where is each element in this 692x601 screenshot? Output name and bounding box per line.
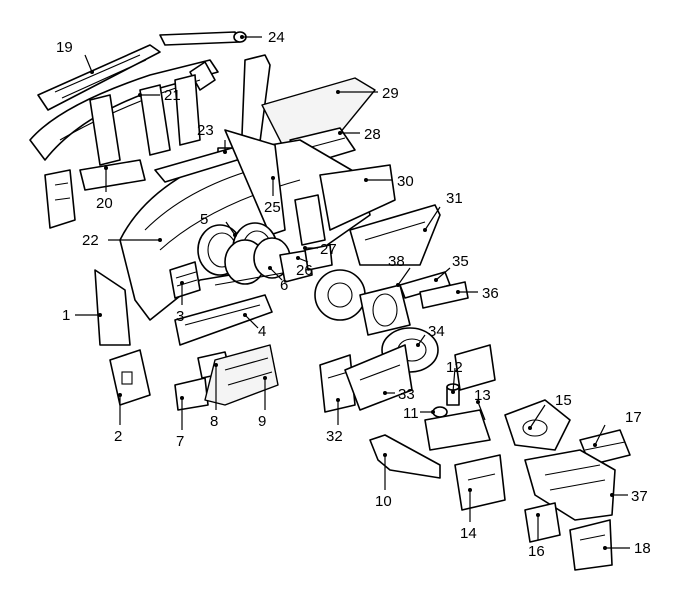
callout-29: 29 <box>382 85 399 102</box>
part-27-switch-bracket <box>304 244 333 271</box>
callout-27: 27 <box>320 241 337 258</box>
part-3-vent <box>169 261 201 299</box>
callout-11: 11 <box>403 405 419 422</box>
callout-9: 9 <box>258 413 266 430</box>
callout-31: 31 <box>446 190 463 207</box>
callout-26: 26 <box>296 262 313 279</box>
callout-28: 28 <box>364 126 381 143</box>
callout-25: 25 <box>264 199 281 216</box>
callout-17: 17 <box>625 409 642 426</box>
callout-37: 37 <box>631 488 648 505</box>
part-9-floor-bracket <box>204 344 279 406</box>
callout-22: 22 <box>82 232 99 249</box>
callout-21: 21 <box>164 87 181 104</box>
part-26-switch-bracket <box>279 249 313 283</box>
callout-16: 16 <box>528 543 545 560</box>
callout-13: 13 <box>474 387 491 404</box>
part-33-center-bracket <box>344 344 413 411</box>
callout-labels: 1 2 3 4 5 6 7 8 9 10 11 12 13 14 15 16 1… <box>56 29 651 560</box>
part-31-glove-box <box>349 204 441 266</box>
part-2-module <box>109 349 151 406</box>
callout-14: 14 <box>460 525 477 542</box>
part-1-end-panel <box>94 269 131 346</box>
part-37-center-console <box>524 449 616 521</box>
callout-34: 34 <box>428 323 445 340</box>
callout-12: 12 <box>446 359 463 376</box>
part-19-defroster-duct <box>37 44 161 111</box>
callout-35: 35 <box>452 253 469 270</box>
part-24-vent-tube <box>159 31 247 46</box>
callout-19: 19 <box>56 39 73 56</box>
callout-6: 6 <box>280 277 288 294</box>
callout-3: 3 <box>176 308 184 325</box>
callout-36: 36 <box>482 285 499 302</box>
part-10-side-trim <box>369 434 441 479</box>
part-18-rear-tray <box>569 519 613 571</box>
callout-1: 1 <box>62 307 70 324</box>
part-7-bracket <box>174 377 209 411</box>
callout-30: 30 <box>397 173 414 190</box>
part-4-lower-trim <box>174 294 273 346</box>
callout-2: 2 <box>114 428 122 445</box>
callout-4: 4 <box>258 323 266 340</box>
callout-20: 20 <box>96 195 113 212</box>
part-16-bracket <box>524 502 561 543</box>
part-36-trim <box>419 281 469 309</box>
callout-33: 33 <box>398 386 415 403</box>
callout-5: 5 <box>200 211 208 228</box>
part-13-bracket <box>454 344 496 391</box>
part-15-cup-holder <box>504 399 571 451</box>
callout-38: 38 <box>388 253 405 270</box>
part-ring <box>314 269 366 321</box>
leader-lines <box>75 35 630 550</box>
part-6-cluster-bezel <box>214 237 301 286</box>
part-30-panel-cover <box>294 164 396 246</box>
callout-32: 32 <box>326 428 343 445</box>
part-20-bracket <box>44 159 146 229</box>
part-38-column-shroud <box>359 284 411 336</box>
callout-24: 24 <box>268 29 285 46</box>
callout-15: 15 <box>555 392 572 409</box>
callout-18: 18 <box>634 540 651 557</box>
callout-10: 10 <box>375 493 392 510</box>
part-14-console-base <box>424 409 506 511</box>
callout-8: 8 <box>210 413 218 430</box>
part-11-clip <box>432 406 448 418</box>
callout-23: 23 <box>197 122 214 139</box>
callout-7: 7 <box>176 433 184 450</box>
